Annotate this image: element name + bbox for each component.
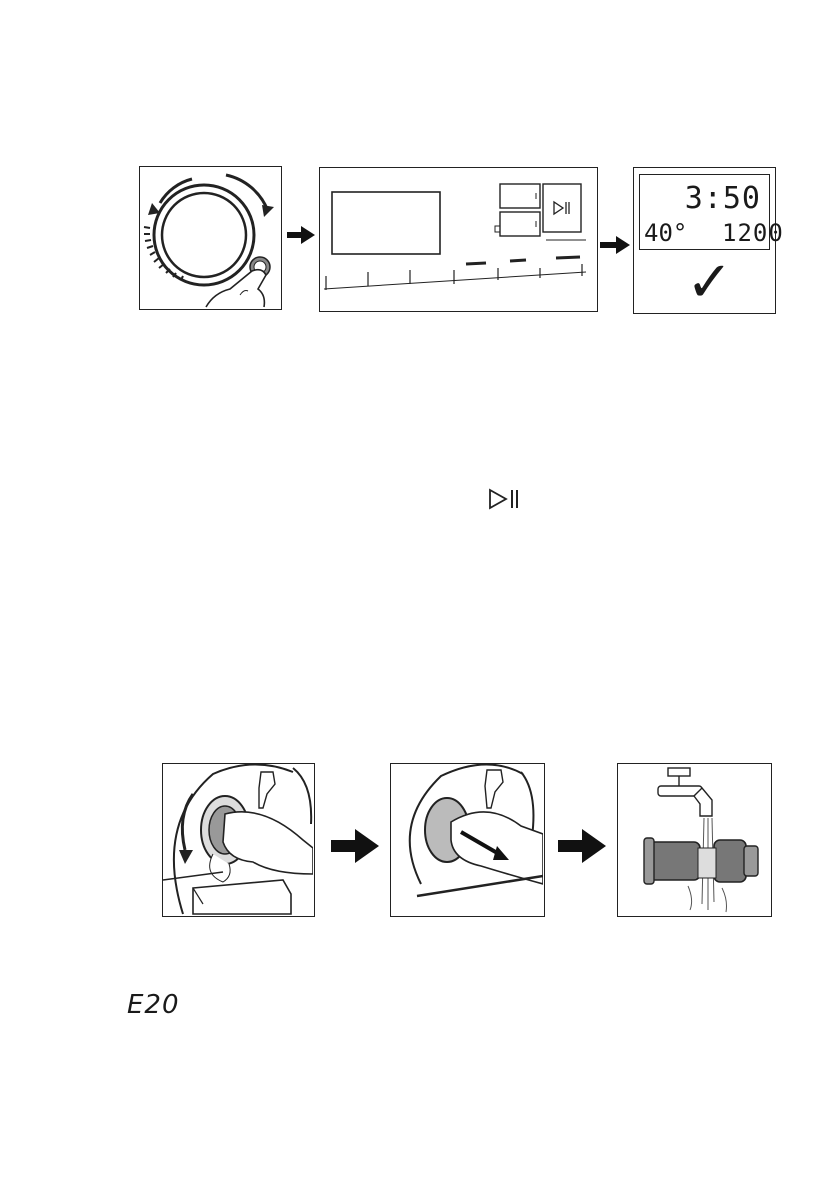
temperature-value: 40° [644,219,687,247]
dial-illustration [139,166,282,310]
filter-rinse-illustration [617,763,772,917]
display-screen: 3:50 40° 1200 [639,174,770,250]
arrow-right-icon [287,226,315,244]
arrow-right-icon [558,829,606,863]
display-readout-illustration: 3:50 40° 1200 ✓ [633,167,776,314]
drain-filter-turn-illustration [162,763,315,917]
error-code: E20 [127,990,180,1020]
arrow-right-icon [600,236,630,254]
spin-speed-value: 1200 [722,219,784,247]
drain-filter-pull-illustration [390,763,545,917]
control-panel-illustration [319,167,598,312]
arrow-right-icon [331,829,379,863]
checkmark-icon: ✓ [686,250,733,315]
time-remaining: 3:50 [685,181,761,216]
start-pause-icon [486,486,526,512]
